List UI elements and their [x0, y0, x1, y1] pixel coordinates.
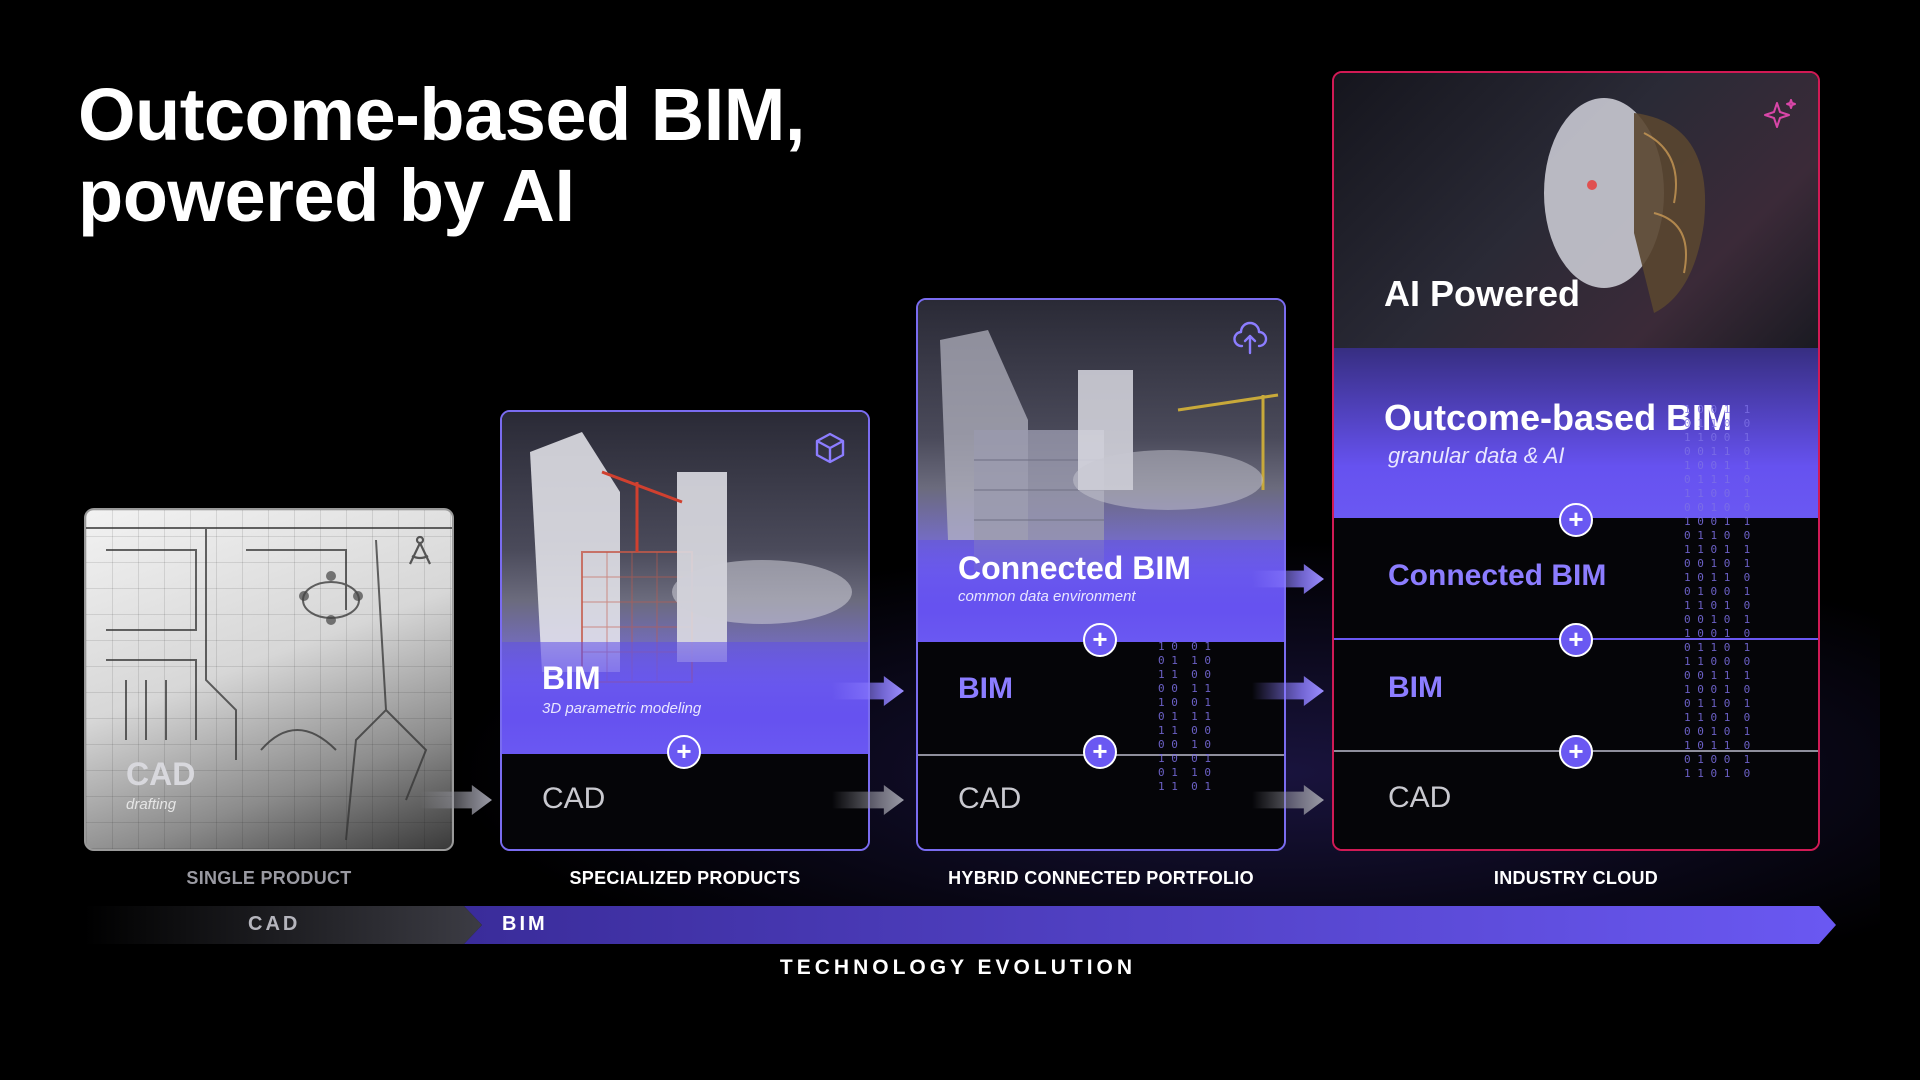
technology-evolution-caption: TECHNOLOGY EVOLUTION [0, 956, 1920, 980]
plus-icon: + [1083, 735, 1117, 769]
plus-icon: + [1083, 623, 1117, 657]
cad-label: CAD [126, 756, 196, 792]
building-render [530, 432, 852, 683]
ai-head-image [1544, 98, 1706, 313]
technology-evolution-text: TECHNOLOGY EVOLUTION [779, 956, 1137, 979]
outcome-band [1334, 348, 1818, 518]
stage-hybrid-connected-card: Connected BIM common data environment BI… [916, 298, 1286, 851]
plus-icon: + [1559, 503, 1593, 537]
outcome-bim-label: Outcome-based BIM [1384, 397, 1733, 438]
floorplan-drawing [86, 527, 452, 841]
ai-image-area [1334, 73, 1818, 348]
evolution-cad-label: CAD [248, 913, 301, 935]
caption-specialized-products: SPECIALIZED PRODUCTS [569, 868, 801, 888]
caption-industry-cloud: INDUSTRY CLOUD [1493, 868, 1659, 888]
cad-label: CAD [958, 782, 1022, 815]
connected-bim-label: Connected BIM [1388, 559, 1607, 592]
page-title: Outcome-based BIM, powered by AI [78, 74, 898, 237]
binary-rain-decoration: 1 0 0 1 1 0 1 1 0 0 1 1 0 0 1 0 0 1 1 0 … [1684, 403, 1751, 780]
connected-band [1334, 518, 1818, 638]
connected-bim-sub-label: common data environment [958, 588, 1136, 605]
title-line-2: powered by AI [78, 154, 575, 238]
plus-icon: + [1559, 735, 1593, 769]
stage-single-product-card: CAD drafting [84, 508, 454, 851]
outcome-bim-sub-label: granular data & AI [1388, 443, 1565, 468]
cad-label: CAD [1388, 781, 1452, 814]
evolution-bim-label: BIM [502, 913, 548, 935]
plus-icon: + [1559, 623, 1593, 657]
title-line-1: Outcome-based BIM, [78, 73, 806, 156]
cad-sub-label: drafting [126, 796, 177, 813]
compass-icon [409, 535, 431, 565]
ai-powered-label: AI Powered [1384, 273, 1581, 314]
cube-icon [815, 432, 845, 464]
connected-bim-label: Connected BIM [958, 550, 1191, 586]
caption-hybrid-connected-portfolio: HYBRID CONNECTED PORTFOLIO [948, 868, 1254, 888]
caption-single-product: SINGLE PRODUCT [186, 868, 352, 888]
binary-rain-decoration: 1 0 0 1 0 1 1 0 1 1 0 0 0 0 1 1 1 0 0 1 … [1158, 640, 1211, 793]
stage-specialized-products-card: BIM 3D parametric modeling CAD [500, 410, 870, 851]
bim-sub-label: 3D parametric modeling [542, 700, 702, 717]
bim-label: BIM [958, 672, 1013, 705]
cloud-upload-icon [1233, 321, 1268, 355]
cad-label: CAD [542, 782, 606, 815]
bim-label: BIM [542, 660, 601, 696]
cad-band [918, 754, 1284, 849]
technology-evolution-bar [84, 906, 1836, 944]
plus-icon: + [667, 735, 701, 769]
cad-band [502, 754, 868, 849]
bim-label: BIM [1388, 671, 1443, 704]
sparkle-icon [1764, 99, 1796, 128]
stage-industry-cloud-card: AI Powered Outcome-based BIM granular da… [1332, 71, 1820, 851]
